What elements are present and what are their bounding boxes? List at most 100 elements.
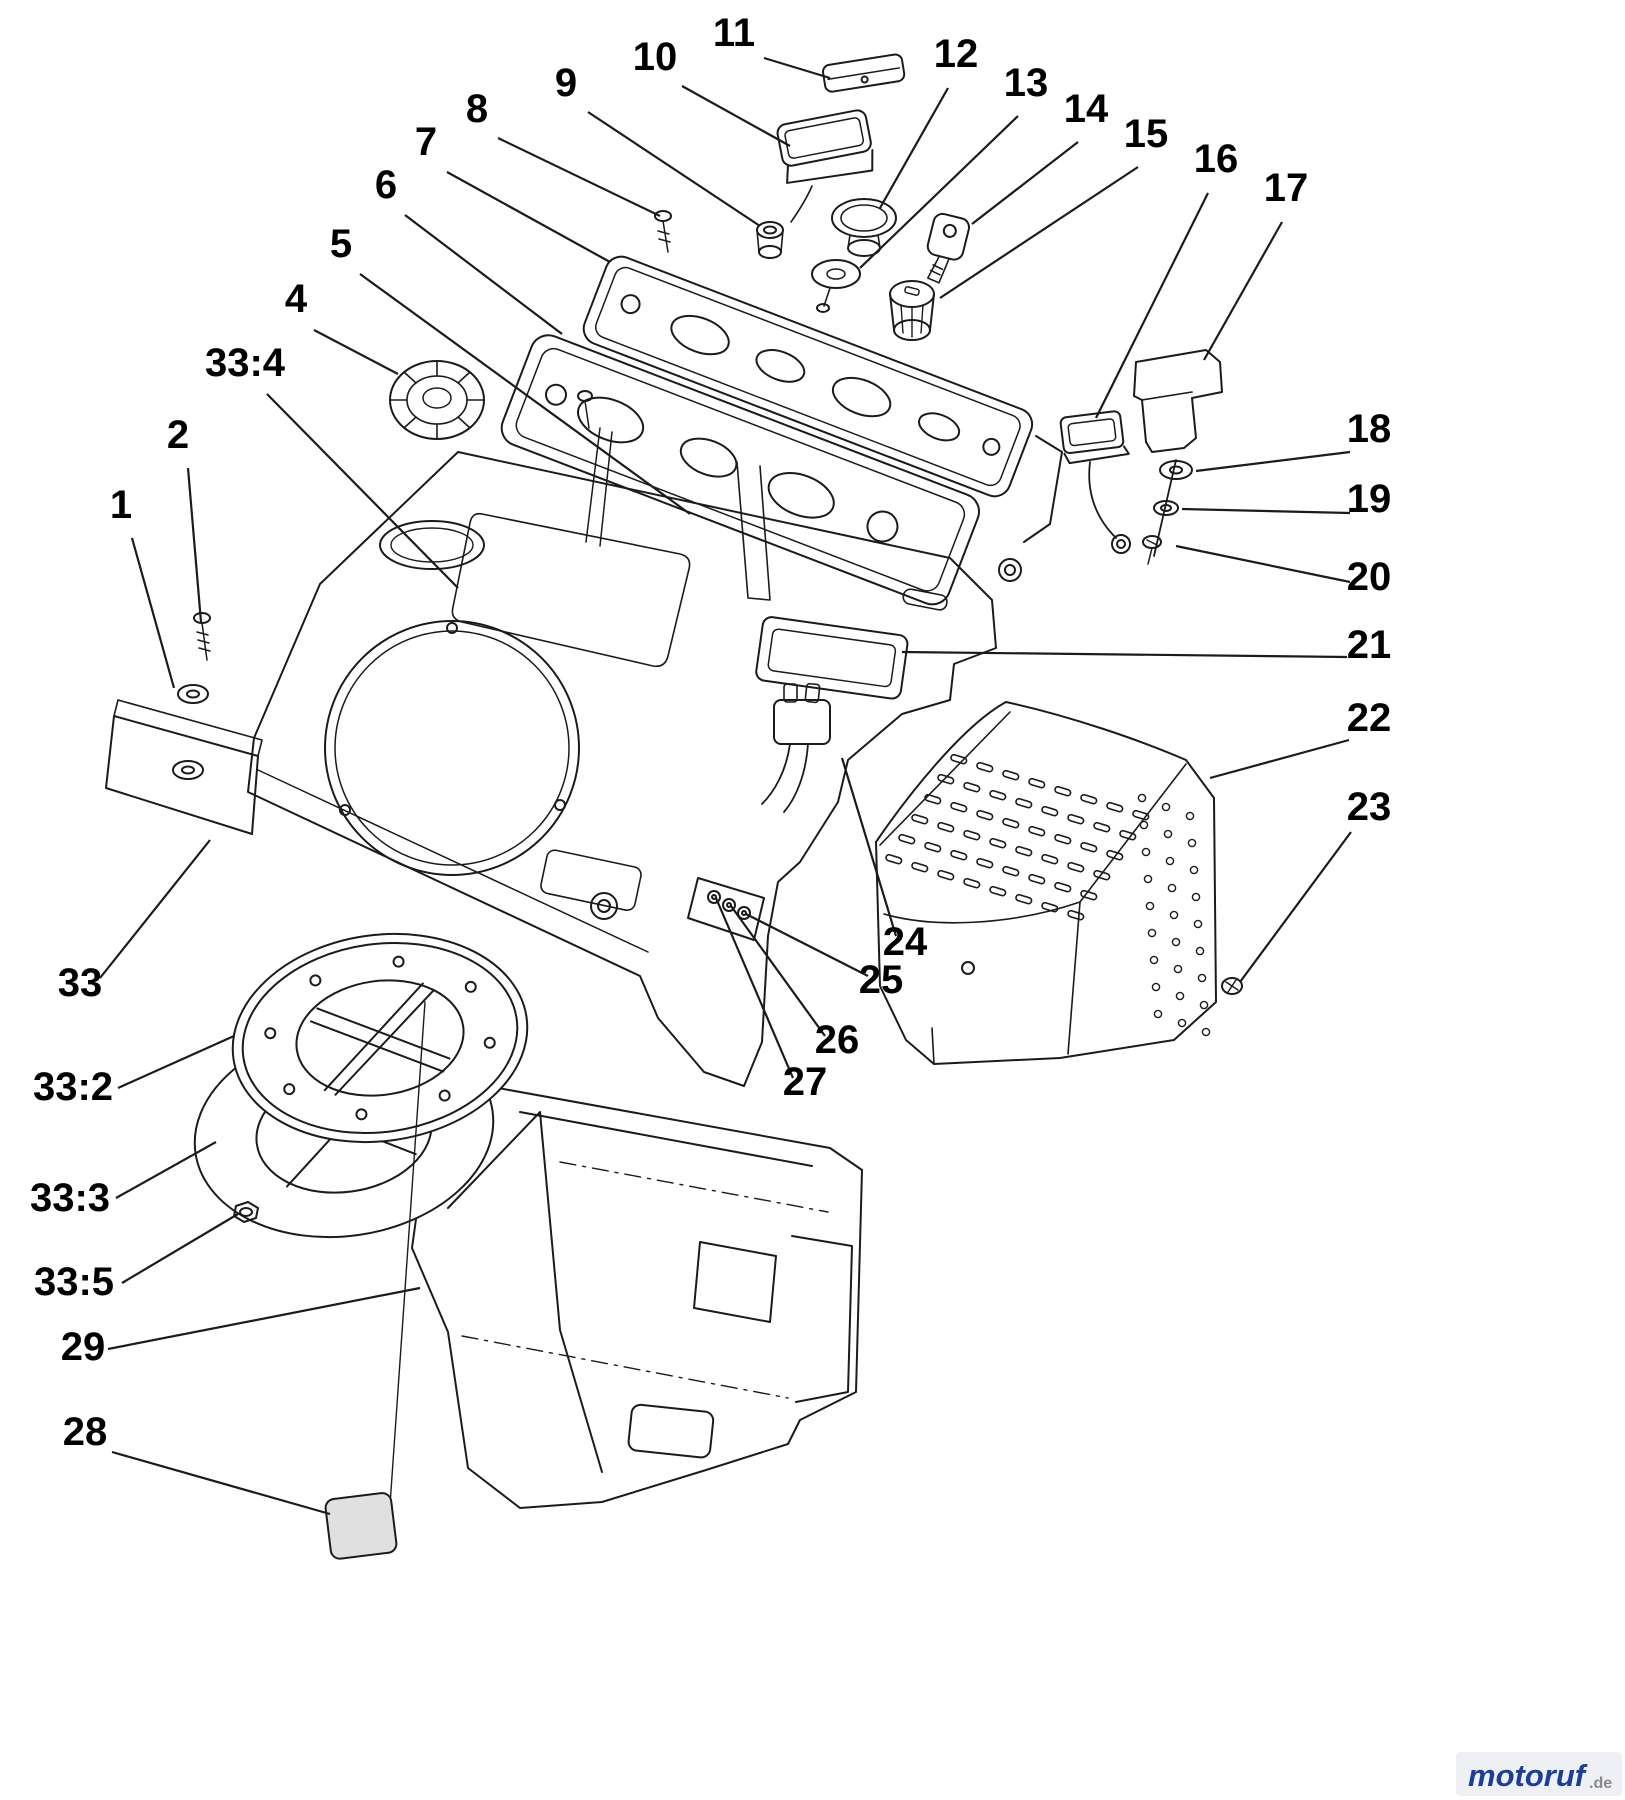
callout-leader-1 xyxy=(130,537,176,689)
vent-slat xyxy=(989,837,1007,849)
screw-8 xyxy=(654,210,672,253)
vent-slat xyxy=(1028,777,1046,789)
vent-slat xyxy=(1080,889,1098,901)
engine-cover xyxy=(875,701,1217,1065)
callout-label-26: 26 xyxy=(815,1018,860,1062)
vent-slat xyxy=(976,809,994,821)
callout-label-12: 12 xyxy=(934,32,979,76)
vent-slat xyxy=(989,789,1007,801)
vent-hole xyxy=(1185,811,1195,821)
callout-leader-29 xyxy=(107,1286,421,1351)
callout-label-11: 11 xyxy=(713,11,755,55)
vent-slat xyxy=(976,761,994,773)
callout-leader-9 xyxy=(587,111,761,227)
callout-label-17: 17 xyxy=(1264,166,1309,210)
gauge-12 xyxy=(831,198,897,257)
callout-label-28: 28 xyxy=(63,1410,108,1454)
callout-label-14: 14 xyxy=(1064,87,1109,131)
lever-17 xyxy=(1133,349,1223,453)
vent-slat xyxy=(963,877,981,889)
fuel-cap xyxy=(389,360,485,440)
watermark-brand[interactable]: motoruf xyxy=(1468,1758,1588,1793)
wire-ring-terminal xyxy=(1111,534,1131,554)
wire-16 xyxy=(1088,461,1117,539)
vent-slat xyxy=(1093,869,1111,881)
vent-slat xyxy=(1067,813,1085,825)
axis-line xyxy=(389,1001,426,1506)
callout-leader-8 xyxy=(497,137,661,217)
vent-hole xyxy=(1149,955,1159,965)
callout-leader-12 xyxy=(879,87,949,209)
vent-slat xyxy=(937,869,955,881)
callout-label-16: 16 xyxy=(1194,137,1239,181)
vent-hole xyxy=(1175,991,1185,1001)
callout-leader-33:2 xyxy=(117,1034,235,1090)
callout-label-5: 5 xyxy=(330,222,352,266)
callout-label-25: 25 xyxy=(859,958,904,1002)
callout-label-33: 33 xyxy=(58,961,103,1005)
callout-leader-33:3 xyxy=(115,1141,217,1199)
module-16 xyxy=(1059,410,1130,465)
callout-label-13: 13 xyxy=(1004,61,1049,105)
callout-label-8: 8 xyxy=(466,87,488,131)
vent-slat xyxy=(924,793,942,805)
callout-label-18: 18 xyxy=(1347,407,1392,451)
callout-leader-18 xyxy=(1195,450,1351,473)
callout-label-29: 29 xyxy=(61,1325,106,1369)
callout-label-33:2: 33:2 xyxy=(33,1065,113,1109)
vent-slat xyxy=(1002,817,1020,829)
ring-plate-front xyxy=(231,932,529,1144)
display-10 xyxy=(776,109,874,184)
vent-slat xyxy=(989,885,1007,897)
vent-hole xyxy=(1173,964,1183,974)
vent-slat xyxy=(1054,833,1072,845)
callout-label-33:3: 33:3 xyxy=(30,1176,110,1220)
vent-slat xyxy=(1041,853,1059,865)
callout-leader-7 xyxy=(446,171,611,263)
bracket-21 xyxy=(755,616,909,700)
vent-slat xyxy=(1015,893,1033,905)
vent-slat xyxy=(911,813,929,825)
connector-24 xyxy=(761,682,831,813)
callout-leader-11 xyxy=(763,56,831,80)
vent-hole xyxy=(1187,838,1197,848)
callout-label-2: 2 xyxy=(167,413,189,457)
vent-hole xyxy=(1167,883,1177,893)
vent-slat xyxy=(885,853,903,865)
vent-slat xyxy=(1067,861,1085,873)
vent-slat xyxy=(1054,881,1072,893)
callout-leader-2 xyxy=(186,467,203,623)
callout-leader-21 xyxy=(901,650,1348,659)
callout-label-20: 20 xyxy=(1347,555,1392,599)
vent-slat xyxy=(1002,769,1020,781)
vent-slat xyxy=(1028,825,1046,837)
callout-leader-22 xyxy=(1209,738,1350,780)
vent-slat xyxy=(1119,829,1137,841)
callout-leader-6 xyxy=(404,214,563,335)
watermark-suffix[interactable]: .de xyxy=(1589,1775,1612,1792)
callout-leader-25 xyxy=(745,913,869,977)
callout-label-19: 19 xyxy=(1347,477,1392,521)
dash-end-cap xyxy=(998,435,1063,582)
vent-slat xyxy=(1080,841,1098,853)
watermark-background xyxy=(1456,1752,1622,1796)
dash-panel-top xyxy=(582,255,1034,498)
vent-slat xyxy=(1093,821,1111,833)
vent-slat xyxy=(1002,865,1020,877)
callout-leader-13 xyxy=(859,115,1019,269)
callout-leader-15 xyxy=(939,166,1139,299)
lower-housing xyxy=(411,1087,863,1509)
vent-slat xyxy=(950,753,968,765)
vent-hole xyxy=(1141,847,1151,857)
vent-hole xyxy=(1143,874,1153,884)
vent-slat xyxy=(1041,901,1059,913)
vent-hole xyxy=(1177,1018,1187,1028)
vent-slat xyxy=(1015,845,1033,857)
callout-leader-19 xyxy=(1181,507,1351,515)
key-14 xyxy=(926,212,971,284)
vent-hole xyxy=(1191,892,1201,902)
cover-vent-slats xyxy=(885,753,1150,921)
knob-13 xyxy=(811,259,861,313)
